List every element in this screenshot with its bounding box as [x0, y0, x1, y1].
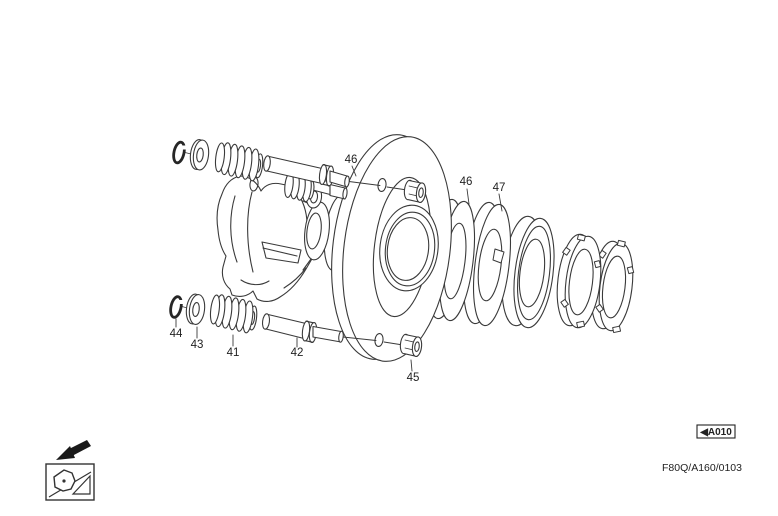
part-label-snap-ring: 44 — [170, 328, 183, 340]
part-label-stud-lower: 42 — [291, 347, 304, 359]
flange-nut-upper — [403, 179, 427, 204]
washer-upper — [184, 139, 210, 171]
part-label-tab-washer: 47 — [493, 182, 506, 194]
bolt-hole-bottom — [374, 332, 384, 348]
snap-ring-upper — [172, 140, 188, 165]
part-label-flat-washer: 43 — [191, 339, 204, 351]
nav-ref-code: A010 — [708, 427, 732, 438]
lock-ring-inner — [556, 233, 602, 329]
stud-lower — [261, 313, 377, 343]
washer-lower — [181, 293, 206, 325]
bolt-hole-top — [377, 177, 387, 193]
hub-bore — [379, 204, 439, 292]
nav-ref-box[interactable]: ◀A010 — [696, 424, 736, 439]
knuckle-carrier — [216, 175, 330, 302]
hub-nut-glyph — [53, 469, 76, 492]
part-label-bellows-spring: 41 — [227, 347, 240, 359]
part-label-thrust-washer: 46 — [460, 176, 473, 188]
figure-code: F80Q/A160/0103 — [662, 462, 742, 474]
flange-nut-lower — [399, 333, 423, 358]
snap-ring-lower — [169, 295, 185, 319]
assembly-direction-arrow-icon — [56, 440, 91, 460]
leader-lines — [175, 165, 503, 372]
stud-upper — [263, 155, 381, 188]
section-pictogram — [45, 463, 95, 501]
bellows-spring-upper — [214, 142, 264, 182]
svg-text:◀A010: ◀A010 — [699, 427, 732, 438]
part-label-hub-nut: 45 — [407, 372, 420, 384]
hub-flange — [331, 134, 452, 362]
bellows-spring-lower — [209, 294, 258, 334]
spacer-ring — [501, 215, 555, 329]
part-label-stud-upper: 46 — [345, 154, 358, 166]
lock-ring-outer — [590, 239, 635, 334]
nav-back-arrow-icon: ◀ — [699, 427, 708, 438]
